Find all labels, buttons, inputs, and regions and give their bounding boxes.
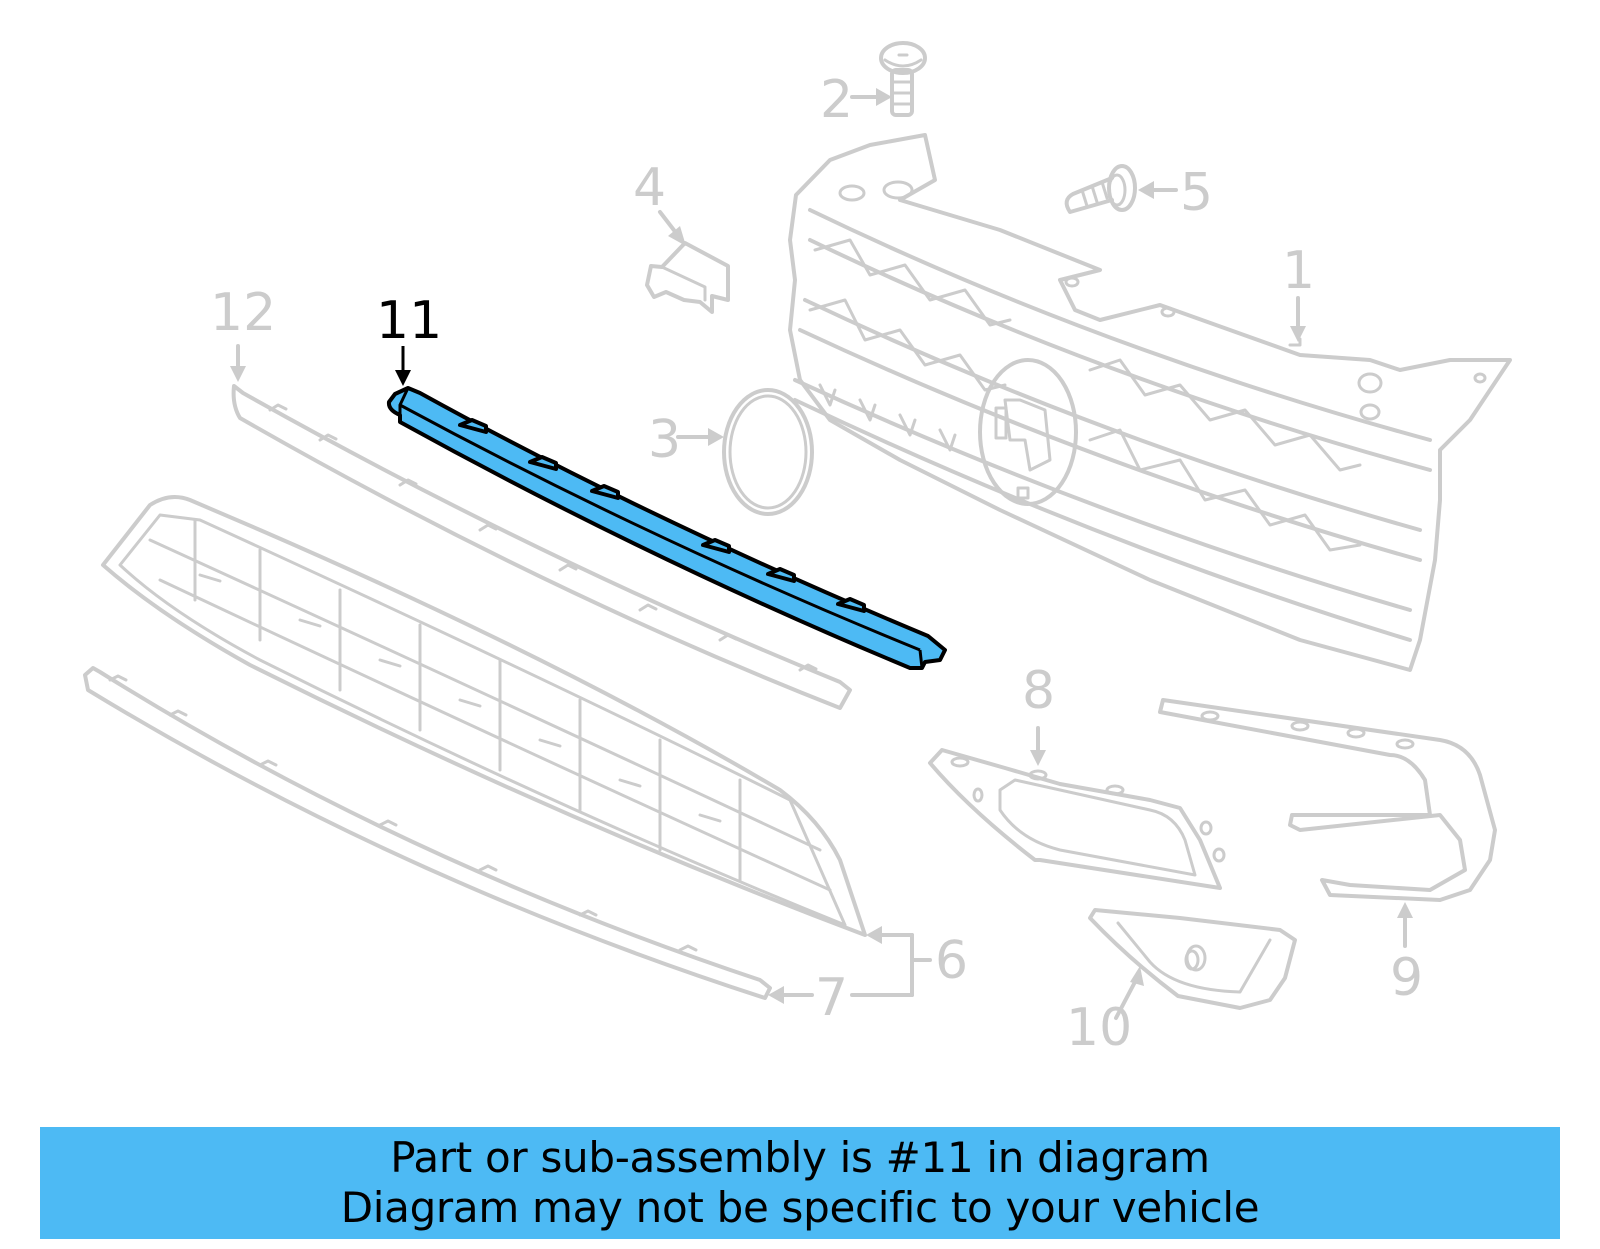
callout-5: 5 bbox=[1138, 163, 1213, 223]
svg-text:4: 4 bbox=[633, 158, 666, 218]
part-10-fog-bezel[interactable] bbox=[1088, 908, 1297, 1010]
callout-2: 2 bbox=[820, 70, 892, 130]
svg-text:1: 1 bbox=[1282, 241, 1315, 301]
callout-11: 11 bbox=[376, 291, 442, 386]
callout-12: 12 bbox=[210, 283, 276, 382]
callout-3: 3 bbox=[648, 410, 724, 470]
part-3-emblem-ring[interactable] bbox=[722, 388, 814, 516]
part-2-screw[interactable] bbox=[879, 41, 927, 117]
svg-text:8: 8 bbox=[1022, 661, 1055, 721]
svg-text:2: 2 bbox=[820, 70, 853, 130]
svg-text:6: 6 bbox=[935, 931, 968, 991]
banner-line-2: Diagram may not be specific to your vehi… bbox=[340, 1183, 1260, 1232]
svg-text:9: 9 bbox=[1390, 948, 1423, 1008]
info-banner: Part or sub-assembly is #11 in diagram D… bbox=[40, 1127, 1560, 1239]
callout-10: 10 bbox=[1066, 966, 1144, 1058]
callout-1: 1 bbox=[1282, 241, 1315, 342]
svg-text:7: 7 bbox=[815, 968, 848, 1028]
callout-8: 8 bbox=[1022, 661, 1055, 766]
part-4-clip[interactable] bbox=[645, 241, 730, 314]
svg-text:3: 3 bbox=[648, 410, 681, 470]
part-7-lower-molding[interactable] bbox=[83, 666, 772, 1000]
part-11-grille-molding-strip[interactable] bbox=[386, 386, 947, 670]
callout-9: 9 bbox=[1390, 902, 1423, 1008]
part-9-side-trim[interactable] bbox=[1158, 698, 1497, 902]
svg-text:5: 5 bbox=[1180, 163, 1213, 223]
svg-text:11: 11 bbox=[376, 291, 442, 351]
part-12-molding[interactable] bbox=[231, 384, 852, 710]
svg-text:12: 12 bbox=[210, 283, 276, 343]
part-5-bolt[interactable] bbox=[1064, 164, 1137, 214]
svg-text:10: 10 bbox=[1066, 998, 1132, 1058]
callout-6-7-bracket: 6 7 bbox=[768, 926, 968, 1028]
part-8-fog-bezel[interactable] bbox=[928, 748, 1226, 890]
banner-line-1: Part or sub-assembly is #11 in diagram bbox=[390, 1133, 1210, 1182]
callout-4: 4 bbox=[633, 158, 686, 246]
part-6-lower-grille[interactable] bbox=[101, 494, 867, 937]
part-1-upper-grille[interactable] bbox=[788, 133, 1512, 672]
